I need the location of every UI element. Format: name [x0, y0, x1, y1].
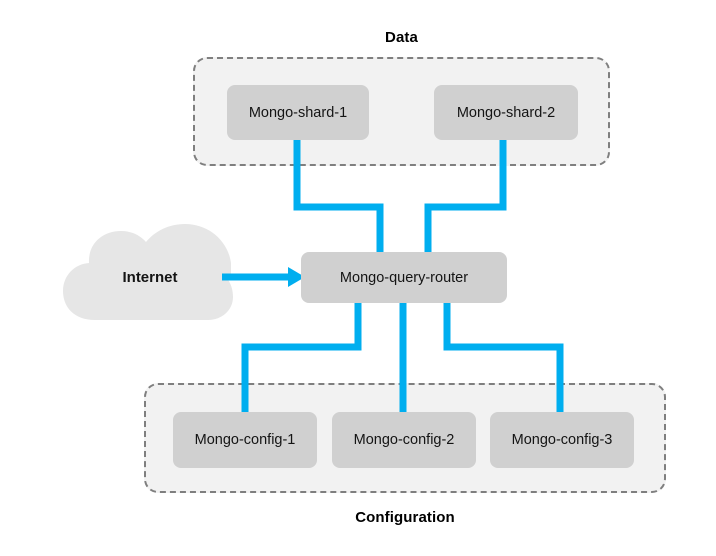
node-label: Mongo-config-3: [511, 432, 613, 448]
group-caption-configuration: Configuration: [355, 509, 455, 526]
internet-label: Internet: [122, 269, 178, 286]
connector-shard2-to-router: [424, 140, 507, 252]
node-mongo-shard-2[interactable]: Mongo-shard-2: [434, 85, 578, 140]
node-label: Mongo-shard-1: [248, 104, 348, 121]
node-label: Mongo-query-router: [339, 269, 469, 286]
node-label: Mongo-config-2: [353, 432, 455, 448]
internet-cloud-icon: [63, 224, 233, 320]
node-mongo-shard-1[interactable]: Mongo-shard-1: [227, 85, 369, 140]
connector-shard1-to-router: [293, 140, 384, 252]
connector-router-to-config1: [241, 303, 362, 412]
connector-router-to-config3: [443, 303, 564, 412]
node-mongo-query-router[interactable]: Mongo-query-router: [301, 252, 507, 303]
group-caption-data: Data: [385, 29, 418, 46]
node-label: Mongo-config-1: [194, 432, 296, 448]
node-mongo-config-3[interactable]: Mongo-config-3: [490, 412, 634, 468]
node-mongo-config-1[interactable]: Mongo-config-1: [173, 412, 317, 468]
node-mongo-config-2[interactable]: Mongo-config-2: [332, 412, 476, 468]
node-label: Mongo-shard-2: [456, 104, 556, 121]
connector-internet-to-router: [222, 267, 305, 287]
arrow-head-icon: [288, 267, 305, 287]
